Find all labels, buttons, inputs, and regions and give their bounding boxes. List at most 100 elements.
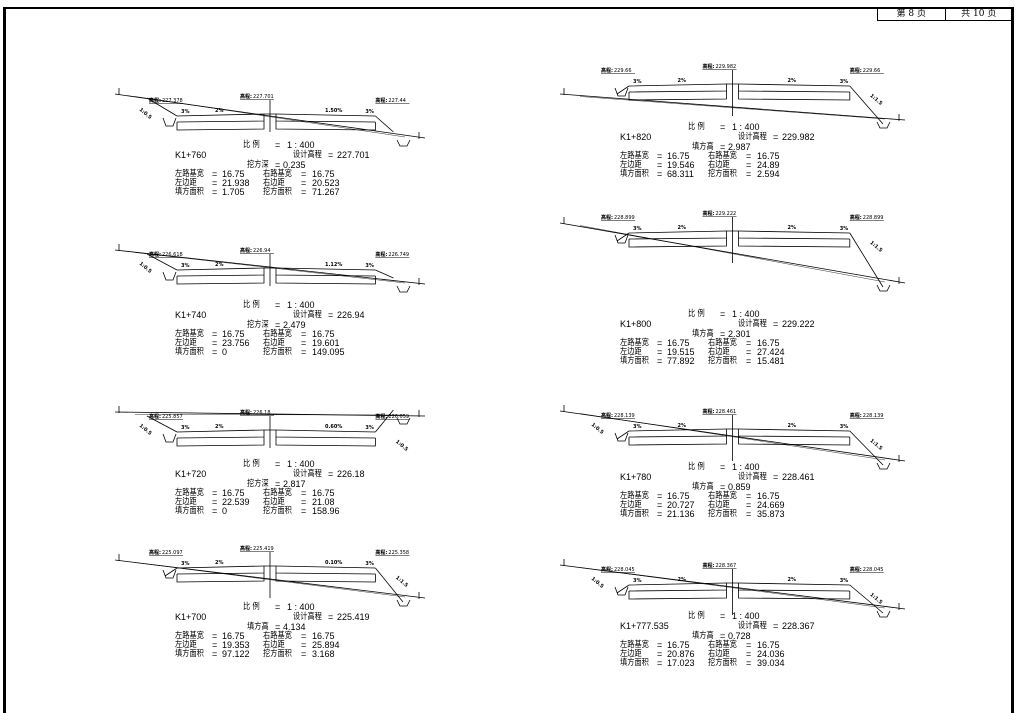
left-ditch [162,271,177,281]
road-surface [628,582,850,586]
right-width-label: 右路基宽 [708,640,737,650]
right-width-label: 右路基宽 [708,151,737,161]
subgrade-left [628,436,727,446]
right-width-value: 16.75 [312,631,335,641]
right-width-label: 右路基宽 [708,338,737,348]
right-slope-ratio: 1:1.5 [394,575,409,589]
eq: = [301,187,307,197]
center-elevation-label: 高程:225.419 [240,545,274,552]
eq: = [720,482,726,492]
eq: = [746,509,752,519]
eq: = [275,320,281,330]
fill-area-value: 97.122 [222,649,250,659]
eq: = [720,309,726,319]
scale-label: 比 例 [243,300,260,310]
left-width-value: 16.75 [667,151,690,161]
elevation-prefix: 高程: [375,97,387,104]
grade-right-lane: 1.12% [325,262,342,268]
right-elevation-label: 高程:229.66 [849,67,884,74]
cross-section-drawing: 高程:228.899高程:229.222高程:228.8993%2%2%3%1:… [559,210,906,292]
left-width-label: 左路基宽 [175,329,204,339]
right-elevation-label: 高程:226.749 [375,251,410,258]
left-width-label: 左路基宽 [620,151,649,161]
right-side-slope [375,115,394,133]
eq: = [275,300,281,310]
fill-area-label: 填方面积 [175,506,204,516]
scale-value: 1 : 400 [732,309,760,319]
subgrade-right [738,436,851,446]
subgrade-left [176,573,265,583]
eq: = [301,338,307,348]
elevation-value: 229.982 [716,64,737,70]
left-distance-value: 21.938 [222,178,250,188]
right-slope-ratio: 1:1.5 [869,93,884,107]
left-width-value: 16.75 [667,338,690,348]
grade-left-shoulder: 3% [633,79,642,85]
eq: = [212,169,218,179]
eq: = [657,658,663,668]
grade-left-lane: 2% [678,225,687,231]
scale-label: 比 例 [243,602,260,612]
eq: = [657,151,663,161]
ground-hatch [134,562,406,598]
cross-section-drawing: 高程:227.378高程:227.701高程:227.443%2%1.50%3%… [114,88,426,147]
scale-label: 比 例 [243,459,260,469]
elevation-value: 226.059 [388,414,409,420]
depth-label: 挖方深 [247,160,269,170]
left-elevation-label: 高程:226.618 [149,251,183,258]
eq: = [720,329,726,339]
eq: = [746,151,752,161]
left-ditch [162,569,177,579]
right-slope-ratio: 1:1.5 [869,592,884,606]
left-width-value: 16.75 [667,491,690,501]
design-elevation-value: 227.701 [337,150,370,160]
left-ditch [614,87,629,97]
cut-area-value: 3.168 [312,649,335,659]
fill-area-label: 填方面积 [620,509,649,519]
right-distance-value: 20.523 [312,178,340,188]
cut-area-value: 39.034 [757,658,785,668]
eq: = [746,169,752,179]
eq: = [301,488,307,498]
eq: = [746,500,752,510]
eq: = [746,658,752,668]
depth-label: 填方高 [692,329,714,339]
left-ditch [614,432,629,442]
subgrade-right [738,590,851,600]
drawing-frame-left [3,7,6,713]
eq: = [657,491,663,501]
cut-area-label: 挖方面积 [708,356,737,366]
grade-left-lane: 2% [678,577,687,583]
depth-value: 2.479 [283,320,306,330]
left-ditch [162,117,177,127]
page-total: 共 10 页 [961,9,997,19]
left-distance-value: 22.539 [222,497,250,507]
scale-label: 比 例 [688,462,705,472]
station-label: K1+780 [620,472,652,482]
eq: = [212,506,218,516]
design-elevation-value: 229.222 [782,319,815,329]
eq: = [720,611,726,621]
design-elevation-label: 设计高程 [293,150,322,160]
eq: = [773,621,779,631]
grade-right-lane: 0.10% [325,560,342,566]
grade-left-lane: 2% [215,560,224,566]
elevation-prefix: 高程: [703,210,715,217]
right-slope-ratio: 1:0.5 [394,439,409,453]
scale-value: 1 : 400 [287,459,315,469]
grade-right-shoulder: 3% [840,79,849,85]
left-width-value: 16.75 [222,169,245,179]
page-number: 第 8 页 [878,9,946,20]
cross-section-drawing: 高程:228.139高程:228.461高程:228.1393%2%2%3%1:… [559,405,906,470]
right-distance-value: 24.036 [757,649,785,659]
right-width-value: 16.75 [312,488,335,498]
subgrade-left [176,437,265,447]
ground-hatch [579,96,886,120]
left-width-value: 16.75 [222,329,245,339]
subgrade-right [738,238,851,248]
eq: = [301,631,307,641]
scale-value: 1 : 400 [287,300,315,310]
ground-hatch [579,225,886,283]
left-side-slope [616,430,630,440]
right-width-label: 右路基宽 [263,488,292,498]
